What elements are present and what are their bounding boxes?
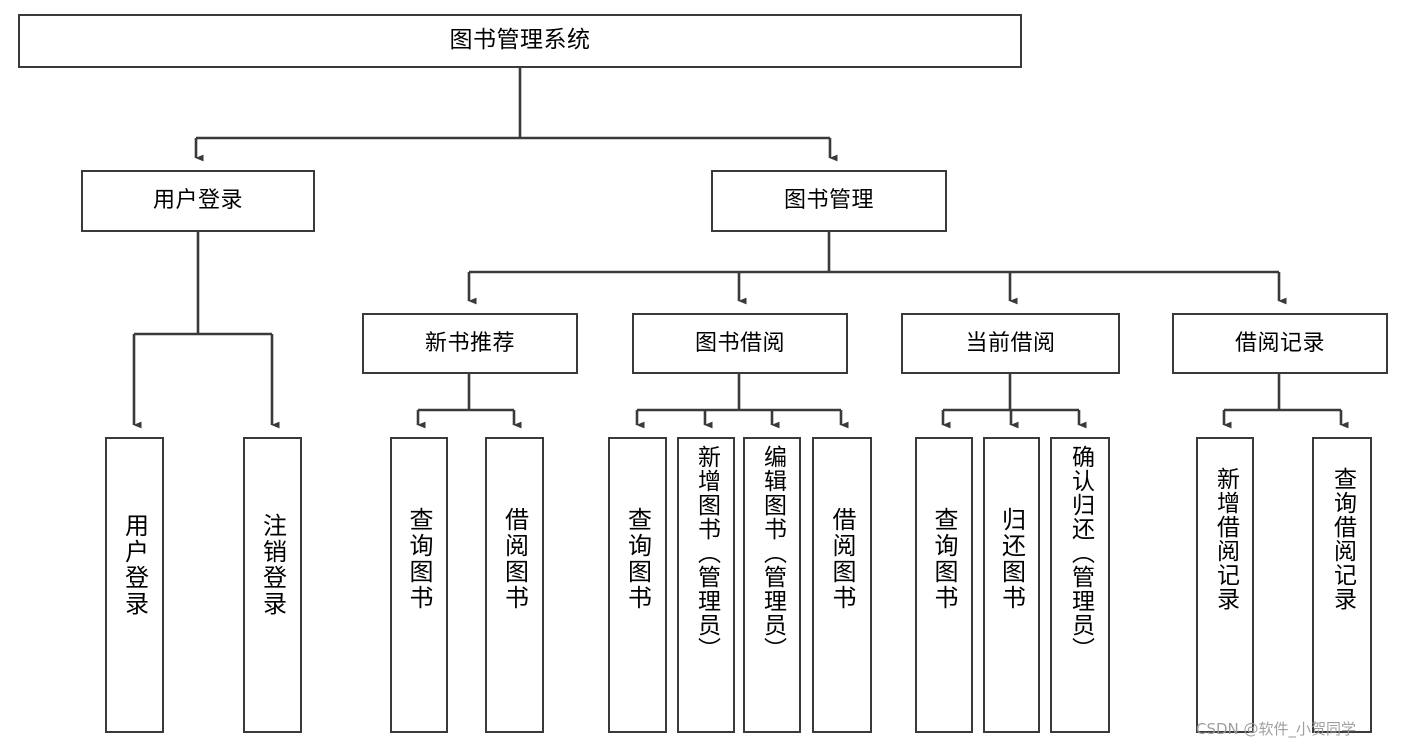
leaf-return-book[interactable]: 归还图书	[983, 437, 1040, 733]
node-book-manage[interactable]: 图书管理	[711, 170, 947, 232]
csdn-watermark: CSDN @软件_小贺同学	[1196, 720, 1357, 738]
leaf-borrow-book-borrow[interactable]: 借阅图书	[812, 437, 872, 733]
node-label: 归还图书	[997, 507, 1026, 611]
node-current-borrow[interactable]: 当前借阅	[901, 313, 1120, 374]
node-label: 查询图书	[623, 507, 652, 611]
node-label: 图书管理	[783, 188, 874, 214]
node-label: 新增图书（管理员）	[693, 445, 720, 661]
leaf-query-book-recommend[interactable]: 查询图书	[390, 437, 448, 733]
leaf-query-book-borrow[interactable]: 查询图书	[608, 437, 667, 733]
node-label: 用户登录	[120, 513, 149, 617]
node-label: 图书借阅	[694, 330, 785, 356]
leaf-user-login[interactable]: 用户登录	[105, 437, 164, 733]
node-root-system[interactable]: 图书管理系统	[18, 14, 1022, 68]
node-book-borrow[interactable]: 图书借阅	[632, 313, 848, 374]
leaf-add-borrow-record[interactable]: 新增借阅记录	[1196, 437, 1254, 733]
node-label: 图书管理系统	[449, 27, 591, 54]
node-new-book-recommend[interactable]: 新书推荐	[362, 313, 578, 374]
node-label: 借阅图书	[828, 507, 856, 611]
leaf-confirm-return[interactable]: 确认归还（管理员）	[1050, 437, 1110, 733]
node-label: 查询图书	[405, 507, 433, 611]
node-label: 确认归还（管理员）	[1067, 445, 1094, 661]
node-label: 新书推荐	[424, 330, 515, 356]
node-label: 注销登录	[258, 513, 287, 617]
node-label: 用户登录	[152, 188, 243, 214]
node-user-login[interactable]: 用户登录	[81, 170, 315, 232]
node-label: 查询图书	[930, 507, 958, 611]
node-label: 新增借阅记录	[1212, 467, 1239, 611]
leaf-query-borrow-record[interactable]: 查询借阅记录	[1312, 437, 1372, 733]
leaf-add-book[interactable]: 新增图书（管理员）	[677, 437, 735, 733]
leaf-edit-book[interactable]: 编辑图书（管理员）	[743, 437, 801, 733]
node-label: 当前借阅	[965, 330, 1056, 356]
node-label: 借阅记录	[1234, 330, 1325, 356]
leaf-logout-login[interactable]: 注销登录	[243, 437, 302, 733]
node-borrow-record[interactable]: 借阅记录	[1172, 313, 1388, 374]
leaf-borrow-book-recommend[interactable]: 借阅图书	[485, 437, 544, 733]
node-label: 编辑图书（管理员）	[759, 445, 786, 661]
node-label: 借阅图书	[500, 507, 529, 611]
leaf-query-book-current[interactable]: 查询图书	[915, 437, 973, 733]
node-label: 查询借阅记录	[1329, 467, 1356, 611]
